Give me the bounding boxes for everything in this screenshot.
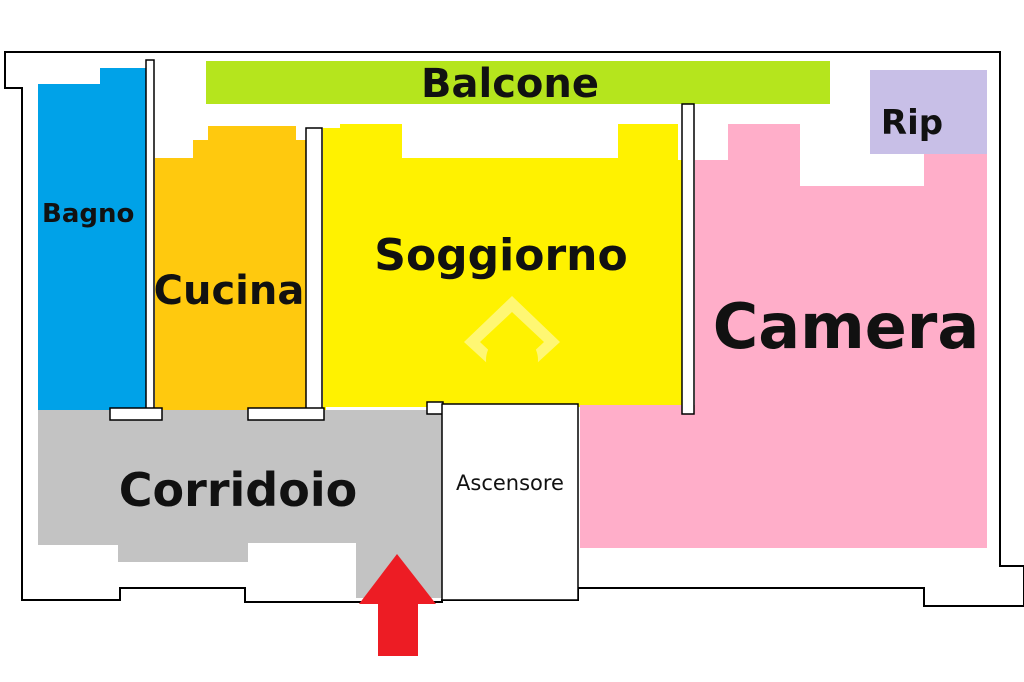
house-logo-icon [464,296,560,386]
room-corridoio [38,410,442,598]
room-label-cucina: Cucina [154,268,305,314]
room-camera [580,124,987,548]
room-label-camera: Camera [713,290,979,363]
room-label-ascensore: Ascensore [456,471,564,495]
room-label-bagno: Bagno [42,199,134,229]
room-label-rip: Rip [881,103,943,143]
room-balcone [206,61,830,104]
entrance-arrow-icon [359,554,436,656]
room-rip [870,70,987,154]
room-label-soggiorno: Soggiorno [374,230,627,281]
room-bagno [38,68,146,410]
room-soggiorno [323,124,682,410]
room-label-balcone: Balcone [421,61,599,107]
room-cucina [155,126,306,410]
room-label-corridoio: Corridoio [119,463,357,517]
interior-walls [109,59,695,601]
